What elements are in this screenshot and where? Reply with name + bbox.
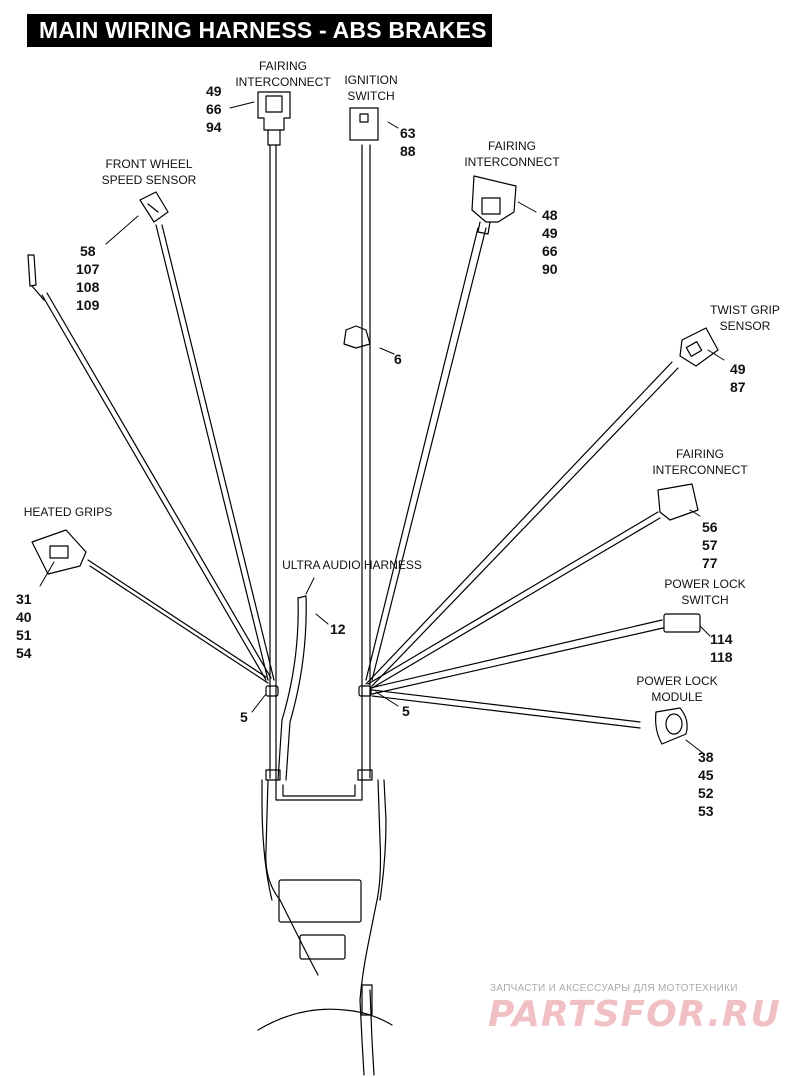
heated-grips-label: HEATED GRIPS (23, 505, 113, 519)
fairing-interconnect-lower-refs: 56 57 77 (702, 519, 718, 571)
fairing-connector-top (257, 91, 291, 146)
antenna-connector (27, 254, 45, 301)
ignition-switch-refs: 63 88 (400, 125, 416, 159)
fairing-connector-lower (657, 483, 699, 521)
clip-ref: 6 (394, 351, 402, 367)
heated-grips-connector (31, 529, 87, 575)
ignition-switch-connector (349, 107, 379, 141)
twist-grip-connector (679, 327, 719, 367)
fairing-connector-right (471, 175, 517, 235)
front-wheel-speed-sensor-label: FRONT WHEEL SPEED SENSOR (101, 157, 197, 187)
fairing-interconnect-right-label: FAIRING INTERCONNECT (464, 139, 560, 169)
twist-grip-sensor-refs: 49 87 (730, 361, 746, 395)
power-lock-module-label: POWER LOCK MODULE (636, 674, 718, 704)
power-lock-switch-connector (663, 613, 701, 633)
power-lock-module-refs: 38 45 52 53 (698, 749, 714, 819)
fairing-interconnect-right-refs: 48 49 66 90 (542, 207, 558, 277)
ultra-audio-harness-label: ULTRA AUDIO HARNESS (282, 558, 422, 572)
leader-lines (39, 101, 725, 755)
diagram-title: MAIN WIRING HARNESS - ABS BRAKES (27, 14, 492, 47)
front-wheel-speed-sensor-refs: 58 107 108 109 (76, 243, 100, 313)
ultra-audio-harness-ref: 12 (330, 621, 346, 637)
left-bundle (41, 144, 281, 781)
harness-trunk (257, 777, 393, 1076)
ultra-audio-wire (277, 595, 307, 781)
ignition-switch-label: IGNITION SWITCH (344, 73, 398, 103)
cable-strap-right-ref: 5 (402, 703, 410, 719)
fairing-interconnect-lower-label: FAIRING INTERCONNECT (652, 447, 748, 477)
right-bundle (357, 144, 679, 781)
twist-grip-sensor-label: TWIST GRIP SENSOR (710, 303, 780, 333)
heated-grips-refs: 31 40 51 54 (16, 591, 32, 661)
power-lock-module-connector (655, 707, 688, 745)
fairing-interconnect-top-refs: 49 66 94 (206, 83, 222, 135)
cable-strap-left-ref: 5 (240, 709, 248, 725)
fairing-interconnect-top-label: FAIRING INTERCONNECT (235, 59, 331, 89)
power-lock-switch-refs: 114 118 (710, 631, 733, 665)
clip-fastener (343, 325, 371, 349)
power-lock-switch-label: POWER LOCK SWITCH (664, 577, 746, 607)
watermark-tagline: ЗАПЧАСТИ И АКСЕССУАРЫ ДЛЯ МОТОТЕХНИКИ (490, 983, 738, 994)
watermark-logo: PARTSFOR.RU (488, 994, 781, 1035)
front-wheel-sensor-connector (139, 191, 169, 223)
